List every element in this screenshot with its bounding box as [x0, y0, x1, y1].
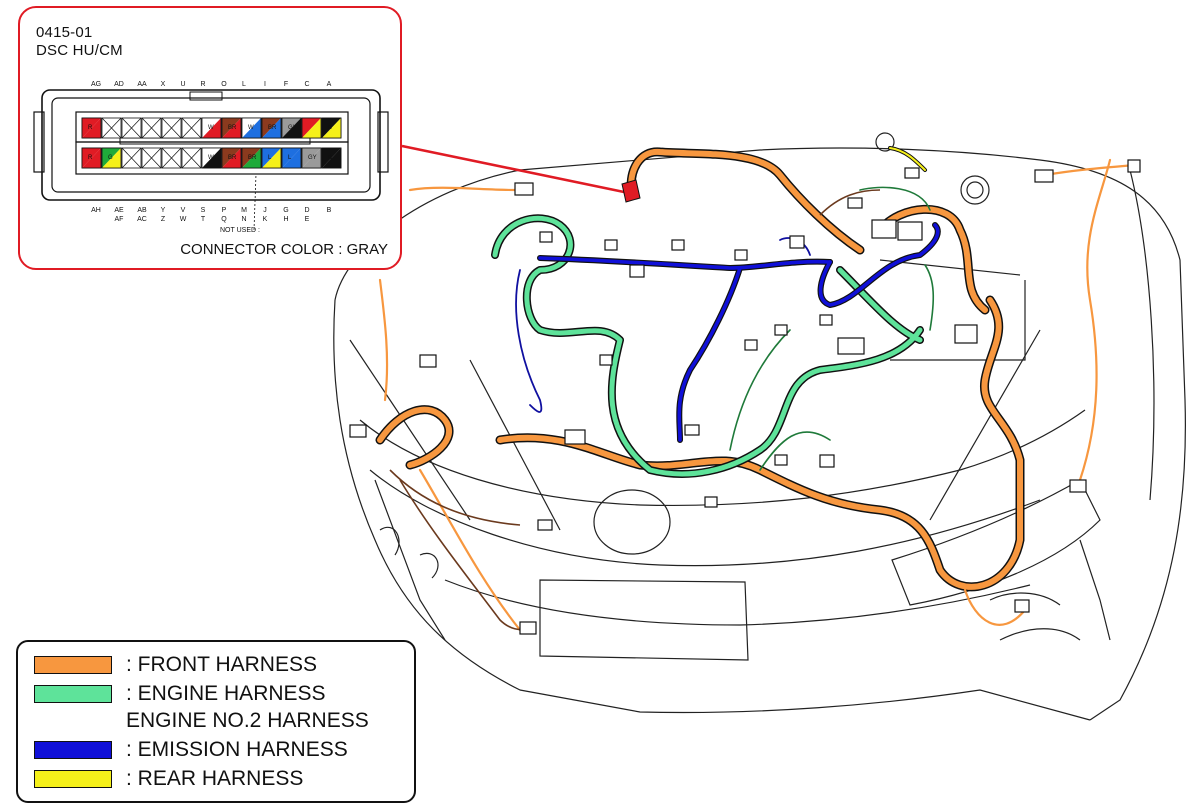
not-used-label: NOT USED : [220, 227, 260, 234]
pin-cell-lower-code-8: B [328, 155, 332, 161]
pin-cell-upper-code-6: B [328, 125, 332, 131]
pin-cell-lower-code-0: R [88, 155, 93, 161]
top-pin-label-i: I [264, 81, 266, 88]
connectors [349, 159, 1141, 635]
pin-cell-lower-code-1: G [108, 155, 113, 161]
rear-harness [888, 146, 927, 172]
legend-label-engine: : ENGINE HARNESS [126, 682, 326, 705]
legend-swatch-emission [34, 741, 112, 759]
top-pin-label-c: C [304, 81, 309, 88]
pin-cell-lower-code-2: W [208, 155, 214, 161]
bottom-pin-label-ab: AB [137, 207, 147, 214]
bottom-pin-label-ac: AC [137, 216, 147, 223]
legend-swatch-front [34, 656, 112, 674]
pin-cell-lower-code-6: L [288, 155, 292, 161]
bottom-pin-label-s: S [201, 207, 206, 214]
harness-legend: : FRONT HARNESS : ENGINE HARNESS ENGINE … [16, 640, 416, 803]
misc-wires [389, 189, 881, 631]
bottom-pin-labels-upper: AH AE AB Y V S P M J G D B [91, 207, 332, 214]
top-pin-label-r: R [200, 81, 205, 88]
pin-cell-upper-code-0: R [88, 125, 93, 131]
pin-cell-upper-code-1: W [208, 125, 214, 131]
connector-housing [33, 89, 389, 201]
top-pin-label-aa: AA [137, 81, 147, 88]
bottom-pin-label-e: E [305, 216, 310, 223]
bottom-pin-label-v: V [181, 207, 186, 214]
top-pin-label-a: A [327, 81, 332, 88]
pin-cell-upper-code-2: BR [228, 125, 237, 131]
legend-label-engine-no2: ENGINE NO.2 HARNESS [126, 709, 369, 732]
legend-label-rear: : REAR HARNESS [126, 767, 304, 790]
pin-row-upper: R W BR W BR GY B [81, 117, 342, 139]
connector-code: 0415-01 [36, 24, 93, 41]
bottom-pin-label-q: Q [221, 216, 227, 223]
top-pin-label-u: U [180, 81, 185, 88]
top-pin-labels: AG AD AA X U R O L I F C A [91, 81, 332, 88]
top-pin-label-ad: AD [114, 81, 124, 88]
bottom-pin-label-g: G [283, 207, 288, 214]
bottom-pin-label-b: B [327, 207, 332, 214]
connector-name: DSC HU/CM [36, 42, 123, 59]
top-pin-label-o: O [221, 81, 227, 88]
bottom-pin-label-y: Y [161, 207, 166, 214]
legend-label-front: : FRONT HARNESS [126, 653, 317, 676]
bottom-pin-label-z: Z [161, 216, 166, 223]
legend-item-rear: : REAR HARNESS [34, 768, 303, 790]
pin-cell-lower-code-3: BR [228, 155, 237, 161]
legend-label-emission: : EMISSION HARNESS [126, 738, 348, 761]
bottom-pin-label-d: D [304, 207, 309, 214]
top-pin-label-f: F [284, 81, 288, 88]
bottom-pin-label-h: H [283, 216, 288, 223]
pin-cell-lower-code-4: BR [248, 155, 257, 161]
top-pin-label-l: L [242, 81, 246, 88]
bottom-pin-label-m: M [241, 207, 247, 214]
car-body-outline [333, 132, 1186, 721]
top-pin-label-ag: AG [91, 81, 101, 88]
engine-harness [491, 186, 935, 478]
emission-harness [515, 222, 941, 443]
bottom-pin-label-ae: AE [114, 207, 124, 214]
bottom-pin-label-af: AF [115, 216, 124, 223]
bottom-pin-label-ah: AH [91, 207, 101, 214]
connector-color-note: CONNECTOR COLOR : GRAY [180, 241, 388, 258]
bottom-pin-label-n: N [241, 216, 246, 223]
bottom-pin-label-t: T [201, 216, 206, 223]
top-pin-label-x: X [161, 81, 166, 88]
bottom-pin-label-k: K [263, 216, 268, 223]
pin-cell-upper-code-3: W [248, 125, 254, 131]
legend-item-front: : FRONT HARNESS [34, 654, 317, 676]
pin-cell-lower-code-5: L [268, 155, 272, 161]
pin-cell-upper-code-4: BR [268, 125, 277, 131]
legend-swatch-engine [34, 685, 112, 703]
bottom-pin-label-p: P [222, 207, 227, 214]
pin-cell-upper-code-5: GY [288, 125, 297, 131]
pin-cell-lower-code-7: GY [308, 155, 317, 161]
front-harness [375, 147, 1137, 632]
legend-swatch-rear [34, 770, 112, 788]
legend-item-engine: : ENGINE HARNESS [34, 683, 326, 705]
bottom-pin-labels-lower: AF AC Z W T Q N K H E [115, 216, 310, 223]
pin-row-lower: R G W BR BR L L GY B [81, 147, 342, 169]
bottom-pin-label-w: W [180, 216, 187, 223]
legend-item-emission: : EMISSION HARNESS [34, 739, 348, 761]
highlighted-connector [401, 144, 641, 203]
bottom-pin-label-j: J [263, 207, 267, 214]
